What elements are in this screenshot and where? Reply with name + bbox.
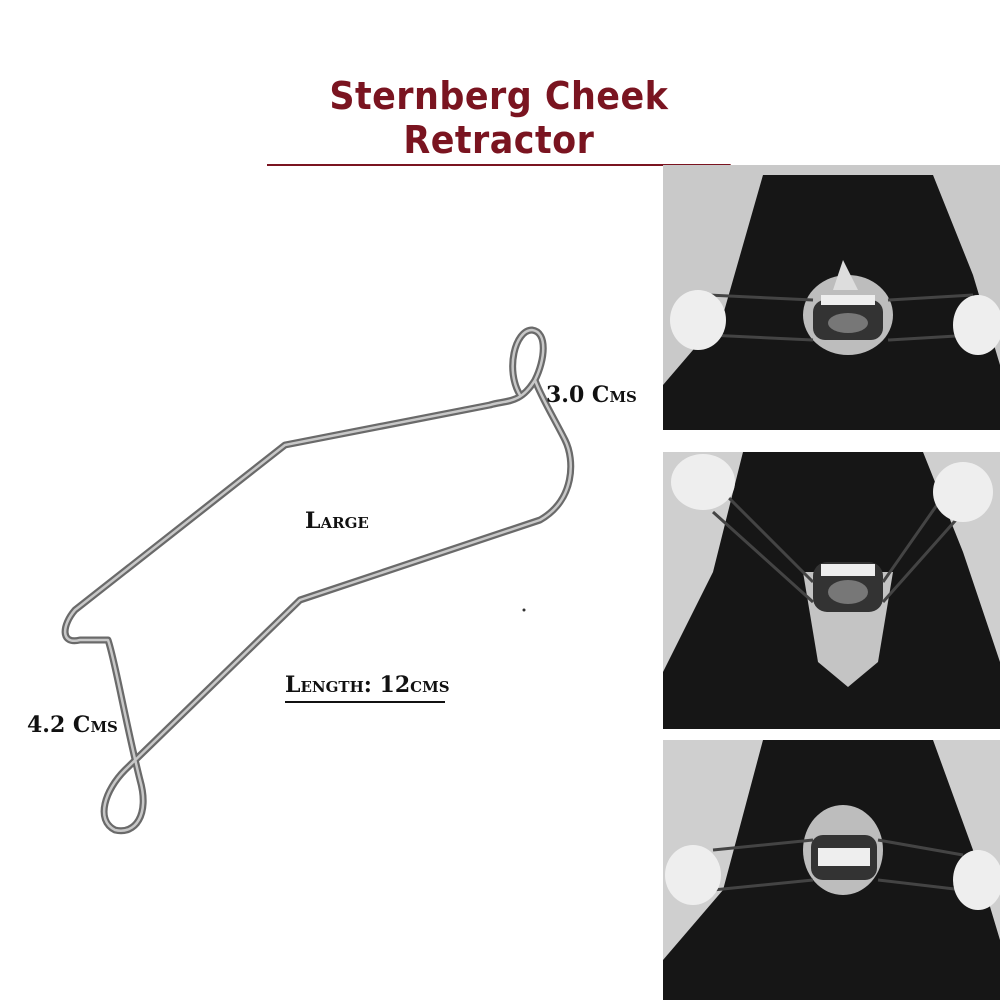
photo-retractor-in-use-3: [663, 740, 1000, 1000]
photo-retractor-in-use-2: [663, 452, 1000, 729]
photo-retractor-in-use-1: [663, 165, 1000, 430]
page-title: Sternberg Cheek Retractor: [267, 74, 731, 166]
retractor-illustration: [61, 326, 575, 835]
label-length: Length: 12cms: [285, 672, 450, 698]
label-width-top: 3.0 Cms: [546, 382, 637, 408]
label-width-bottom: 4.2 Cms: [27, 712, 118, 738]
label-size: Large: [305, 508, 369, 534]
